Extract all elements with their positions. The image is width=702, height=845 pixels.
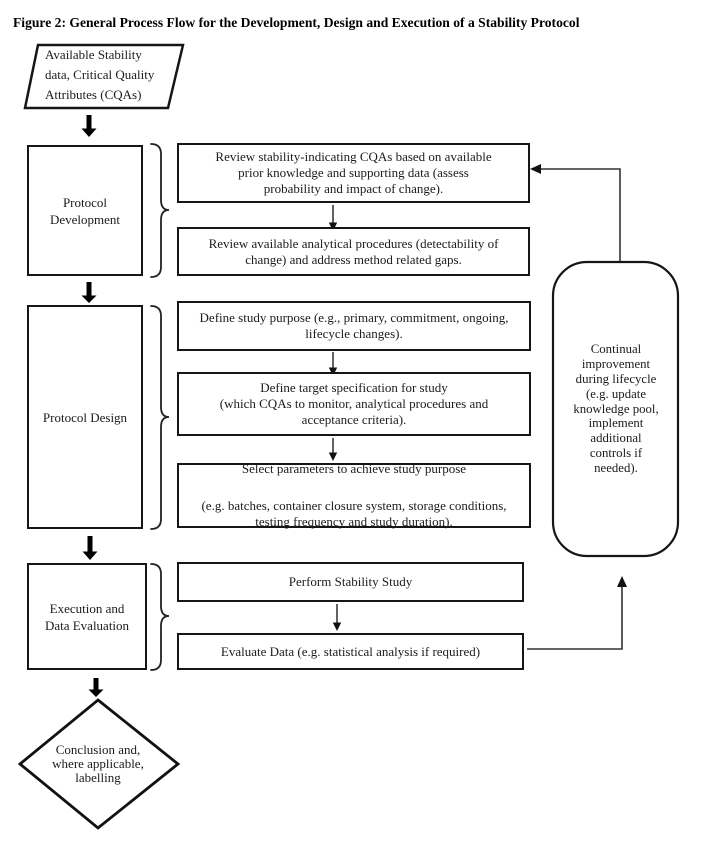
feedback-line-bottom — [527, 586, 623, 650]
select-parameters-text: Select parameters to achieve study purpo… — [201, 445, 506, 546]
select-parameters-line1: Select parameters to achieve study purpo… — [241, 461, 467, 476]
step-define-study-purpose: Define study purpose (e.g., primary, com… — [177, 301, 531, 351]
arrowhead-2 — [328, 367, 338, 376]
arrowhead-into-improvement — [617, 576, 627, 587]
conclusion-diamond — [17, 698, 181, 830]
arrowhead-3 — [328, 452, 338, 461]
select-parameters-examples: (e.g. batches, container closure system,… — [201, 498, 507, 529]
arrow-down-thick-design-to-execution — [82, 536, 98, 560]
arrow-down-thick-input-to-development — [81, 115, 97, 137]
step-select-parameters: Select parameters to achieve study purpo… — [177, 461, 531, 529]
arrowhead-into-review — [530, 164, 541, 174]
step-connectors — [332, 205, 338, 624]
step-define-target-specification: Define target specification for study (w… — [177, 372, 531, 436]
continual-improvement-label: Continual improvement during lifecycle (… — [573, 342, 659, 475]
continual-improvement-shape — [551, 260, 680, 558]
stage-execution-data-evaluation: Execution and Data Evaluation — [27, 563, 147, 670]
stage-protocol-design: Protocol Design — [27, 305, 143, 529]
arrowhead-1 — [328, 222, 338, 231]
input-label: Available Stability data, Critical Quali… — [45, 47, 155, 102]
arrow-down-thick-development-to-design — [81, 282, 97, 303]
arrowhead-4 — [332, 622, 342, 631]
figure-title: Figure 2: General Process Flow for the D… — [13, 15, 580, 30]
brace-execution — [150, 563, 170, 671]
conclusion-label: Conclusion and, where applicable, labell… — [52, 742, 144, 785]
brace-development — [150, 143, 170, 278]
input-parallelogram — [23, 43, 185, 110]
step-review-cqas: Review stability-indicating CQAs based o… — [177, 143, 530, 203]
feedback-line-top — [541, 168, 621, 261]
stage-protocol-development: Protocol Development — [27, 145, 143, 276]
step-perform-stability-study: Perform Stability Study — [177, 562, 524, 602]
brace-design — [150, 305, 170, 530]
step-evaluate-data: Evaluate Data (e.g. statistical analysis… — [177, 633, 524, 670]
step-review-analytical-procedures: Review available analytical procedures (… — [177, 227, 530, 276]
arrow-down-thick-execution-to-conclusion — [88, 678, 104, 697]
